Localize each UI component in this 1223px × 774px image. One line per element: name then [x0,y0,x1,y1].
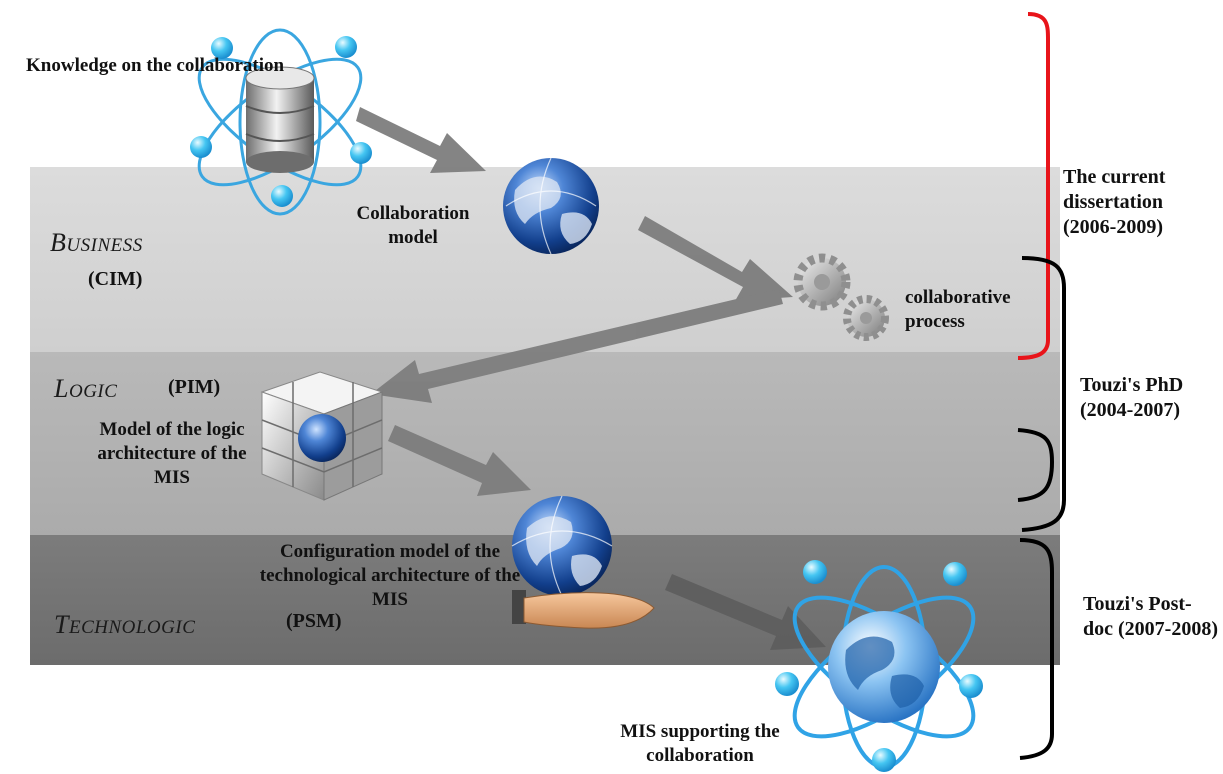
mis-supporting-label: MIS supporting the collaboration [620,721,780,766]
globe-atom-icon [775,560,983,772]
touzi-phd-bracket [1021,256,1066,532]
collaborative-process-label: collaborative process [905,287,1011,332]
arrow-model-to-process [638,216,793,301]
configuration-model-label: Configuration model of the technological… [259,541,521,610]
globe-on-hand-icon [511,495,655,629]
collaboration-model-label: Collaboration model [356,203,470,248]
arrow-config-to-mis [665,574,826,650]
touzi-postdoc-label: Touzi's Post-doc (2007-2008) [1083,593,1218,640]
business-layer-name: BUSINESS [50,228,143,257]
current-dissertation-label: The current dissertation (2006-2009) [1063,166,1166,238]
arrow-process-to-logic [371,289,783,403]
logic-architecture-label: Model of the logic architecture of the M… [97,419,247,488]
business-layer-code: (CIM) [88,268,143,290]
touzi-postdoc-bracket [1019,538,1054,760]
logic-layer-code: (PIM) [168,376,221,398]
arrow-logic-to-config [388,425,531,496]
flow-arrows [356,107,793,496]
globe-icon [503,157,599,255]
cube-icon [260,371,384,501]
current-dissertation-bracket [1017,12,1050,360]
arrow-knowledge-to-model [356,107,486,173]
gears-icon [793,253,889,341]
technologic-layer-code: (PSM) [286,610,342,632]
knowledge-label: Knowledge on the collaboration [26,55,285,76]
logic-layer-name: LOGIC [54,374,118,403]
touzi-phd-label: Touzi's PhD (2004-2007) [1080,374,1184,421]
touzi-phd-inner-bracket [1017,428,1055,502]
database-atom-icon [190,28,372,216]
technologic-layer-name: TECHNOLOGIC [54,610,196,639]
